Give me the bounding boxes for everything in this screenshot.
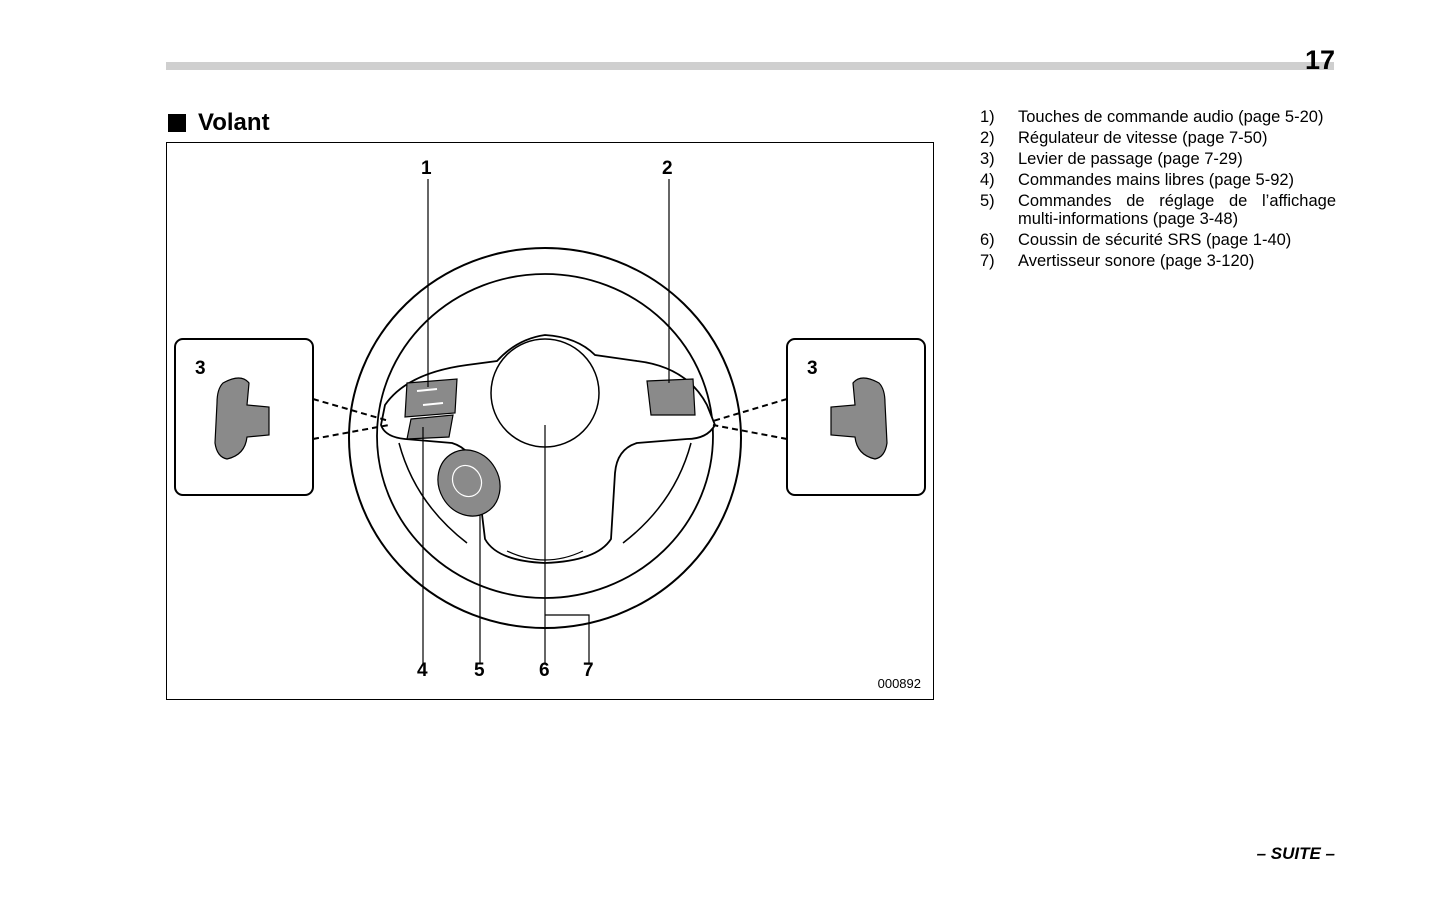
callout-7: 7: [583, 660, 594, 681]
callout-5: 5: [474, 660, 485, 681]
legend-item: 1) Touches de commande audio (page 5-20): [980, 108, 1324, 126]
section-title: Volant: [198, 109, 270, 136]
callout-2: 2: [662, 158, 673, 179]
paddle-right: [830, 377, 888, 460]
page-number: 17: [1304, 45, 1335, 75]
audio-switch: [404, 378, 458, 418]
figure-code: 000892: [877, 676, 921, 691]
callout-3-right: 3: [807, 358, 818, 379]
steering-wheel-illustration: [174, 179, 926, 663]
legend-item: 2) Régulateur de vitesse (page 7-50): [980, 129, 1268, 147]
callout-3-left: 3: [195, 358, 206, 379]
legend-item: 6) Coussin de sécurité SRS (page 1-40): [980, 231, 1292, 249]
callout-4: 4: [417, 660, 428, 681]
callout-1: 1: [421, 158, 432, 179]
hands-free-switch: [406, 414, 454, 440]
paddle-left: [214, 377, 270, 460]
legend-item: 4) Commandes mains libres (page 5-92): [980, 171, 1295, 189]
legend-item: 7) Avertisseur sonore (page 3-120): [980, 252, 1255, 270]
header-rule: [166, 62, 1334, 70]
section-heading: Volant: [168, 108, 270, 138]
cruise-control-switch: [646, 378, 696, 416]
continued-label: – SUITE –: [1256, 844, 1335, 863]
legend-item: 3) Levier de passage (page 7-29): [980, 150, 1243, 168]
heading-bullet-icon: [168, 114, 186, 132]
steering-wheel-figure: 1 2 3 3 4 5 6 7 000892: [166, 142, 934, 700]
legend-item: 5) Commandes de réglage de l’affichage m…: [980, 192, 1336, 228]
multi-info-switch: [437, 449, 501, 517]
legend-list: 1) Touches de commande audio (page 5-20)…: [980, 108, 1336, 273]
callout-6: 6: [539, 660, 550, 681]
